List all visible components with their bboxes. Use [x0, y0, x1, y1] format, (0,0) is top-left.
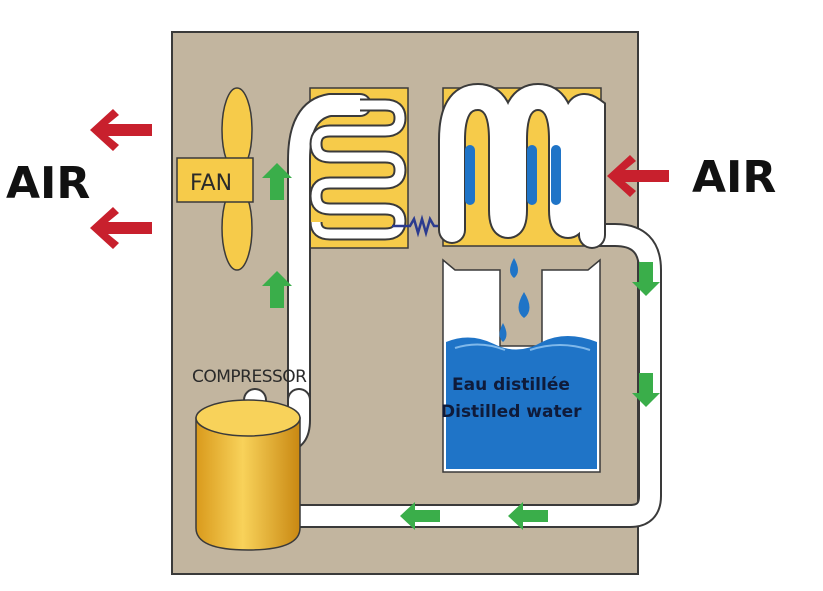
- compressor-icon: [195, 399, 301, 551]
- condenser-coil-icon: [309, 98, 407, 241]
- fan-icon: [176, 87, 254, 271]
- water-label-en: Distilled water: [441, 402, 582, 422]
- fan-label: FAN: [190, 171, 232, 196]
- compressor-label: COMPRESSOR: [192, 367, 307, 387]
- evaporator-coil-icon: [438, 82, 606, 249]
- air-out-label: AIR: [6, 158, 90, 209]
- water-label-fr: Eau distillée: [452, 375, 570, 395]
- green-arrow-icon: [262, 163, 660, 530]
- water-drop-icon: [499, 258, 530, 342]
- expansion-valve: [392, 214, 452, 238]
- air-in-label: AIR: [692, 152, 776, 203]
- red-arrow-icon: [90, 109, 669, 249]
- water-tank-icon: [442, 258, 601, 473]
